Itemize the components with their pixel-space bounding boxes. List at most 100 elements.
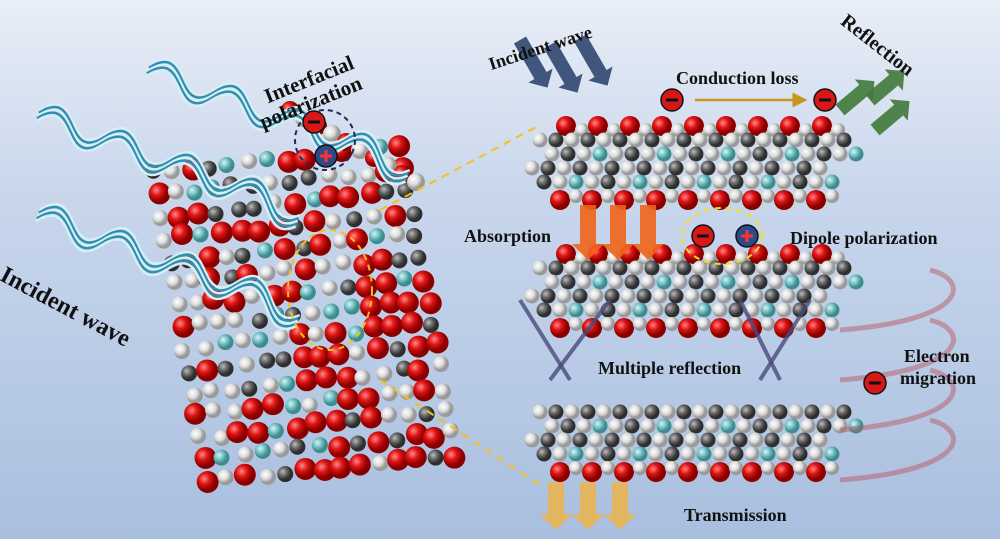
reflection-arrow: [835, 79, 875, 116]
atom: [237, 446, 254, 463]
atom: [413, 379, 436, 402]
atom: [688, 418, 704, 434]
atom: [652, 116, 672, 136]
atom: [742, 462, 762, 482]
arrow-shape: [543, 41, 583, 93]
absorption-arrow: [602, 205, 634, 260]
atom: [556, 288, 572, 304]
atom: [716, 160, 732, 176]
atom: [284, 193, 307, 216]
atom: [656, 274, 672, 290]
atom: [360, 167, 377, 184]
atom: [740, 132, 756, 148]
atom: [652, 288, 668, 304]
atom: [824, 302, 840, 318]
atom: [227, 403, 244, 420]
atom: [620, 116, 640, 136]
atom: [697, 189, 711, 203]
atom: [355, 275, 378, 298]
atom: [544, 274, 560, 290]
atom: [632, 446, 648, 462]
incident-arrow: [573, 34, 613, 86]
atom: [293, 346, 316, 369]
atom: [184, 402, 207, 425]
atom: [301, 397, 318, 414]
atom: [804, 404, 820, 420]
atom: [196, 470, 219, 493]
atom: [323, 303, 340, 320]
atom: [748, 160, 764, 176]
atom: [532, 260, 548, 276]
atom: [400, 311, 423, 334]
electron-migration-arrow: [839, 267, 956, 333]
atom: [198, 246, 221, 269]
atom: [700, 432, 716, 448]
atom: [548, 404, 564, 420]
atom: [780, 160, 796, 176]
atom: [389, 341, 406, 358]
transmission-arrow: [572, 482, 604, 530]
atom: [704, 146, 720, 162]
atom: [568, 174, 584, 190]
atom: [592, 274, 608, 290]
atom: [346, 228, 369, 251]
atom: [808, 174, 824, 190]
atom: [768, 274, 784, 290]
atom: [592, 146, 608, 162]
atom: [217, 469, 234, 486]
atom: [742, 190, 762, 210]
atom: [412, 270, 435, 293]
atom: [624, 418, 640, 434]
atom: [426, 331, 449, 354]
atom: [170, 223, 193, 246]
atom: [684, 288, 700, 304]
atom: [616, 446, 632, 462]
atom: [806, 318, 826, 338]
atom: [544, 418, 560, 434]
arrows: [287, 34, 956, 530]
atom: [820, 260, 836, 276]
atom: [825, 461, 839, 475]
atom: [572, 160, 588, 176]
atom: [756, 404, 772, 420]
arrow-shape: [632, 205, 664, 260]
atom: [241, 380, 258, 397]
atom: [720, 274, 736, 290]
atom: [295, 369, 318, 392]
atom: [568, 446, 584, 462]
atom: [680, 446, 696, 462]
atom: [550, 190, 570, 210]
arrow-shape: [573, 34, 613, 86]
atom: [277, 150, 300, 173]
atom: [166, 273, 183, 290]
absorption-label: Absorption: [464, 226, 552, 246]
atom: [321, 280, 338, 297]
atom: [710, 190, 730, 210]
atom: [716, 432, 732, 448]
atom: [624, 146, 640, 162]
arrow-shape: [835, 79, 875, 116]
atom: [776, 302, 792, 318]
atom: [824, 446, 840, 462]
atom: [740, 404, 756, 420]
atom: [406, 227, 423, 244]
atom: [812, 288, 828, 304]
atom: [678, 190, 698, 210]
atom: [281, 175, 298, 192]
atom: [712, 302, 728, 318]
atom: [261, 393, 284, 416]
atom: [324, 321, 347, 344]
atom: [620, 288, 636, 304]
atom: [285, 398, 302, 415]
atom: [576, 418, 592, 434]
atom: [788, 404, 804, 420]
atom: [788, 132, 804, 148]
atom: [696, 446, 712, 462]
atom: [672, 146, 688, 162]
atom: [227, 312, 244, 329]
atom: [752, 274, 768, 290]
atom: [418, 406, 435, 423]
atom: [325, 409, 348, 432]
atom: [349, 435, 366, 452]
atom: [644, 132, 660, 148]
